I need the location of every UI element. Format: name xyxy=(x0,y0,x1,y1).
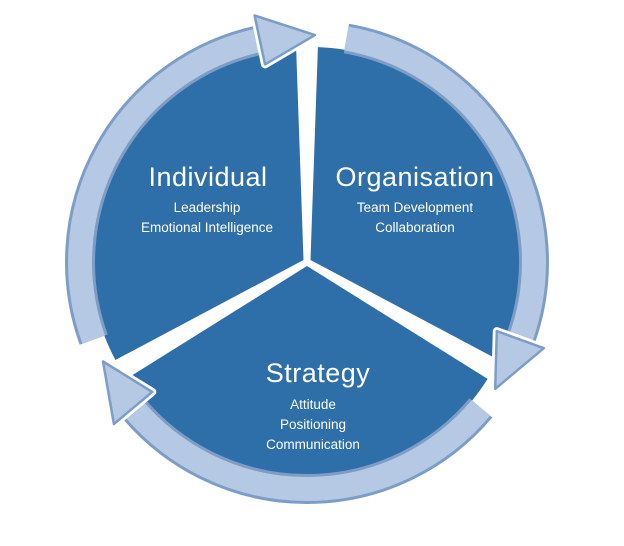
arrow-up-left-icon xyxy=(101,360,154,426)
segment-strategy xyxy=(126,266,488,479)
arrow-bottom-right-icon xyxy=(493,329,546,391)
segment-organisation-item: Collaboration xyxy=(375,220,455,235)
labels-group: Individual Leadership Emotional Intellig… xyxy=(141,162,494,452)
cycle-ring-group xyxy=(65,23,549,504)
ring-arc-right xyxy=(344,26,546,344)
segment-strategy-item: Communication xyxy=(266,437,360,452)
arrow-right-icon xyxy=(253,14,317,66)
ring-arc-bottom xyxy=(123,400,491,501)
ring-arc-left xyxy=(68,28,263,344)
segment-individual-item: Leadership xyxy=(174,200,241,215)
segment-individual-item: Emotional Intelligence xyxy=(141,220,273,235)
segment-strategy-label: Strategy xyxy=(266,358,371,388)
arrowheads-group xyxy=(99,11,548,428)
segment-organisation-item: Team Development xyxy=(357,200,474,215)
segment-individual-label: Individual xyxy=(148,162,267,192)
segment-strategy-item: Positioning xyxy=(280,417,346,432)
segment-organisation-label: Organisation xyxy=(335,162,494,192)
segment-strategy-item: Attitude xyxy=(290,397,336,412)
